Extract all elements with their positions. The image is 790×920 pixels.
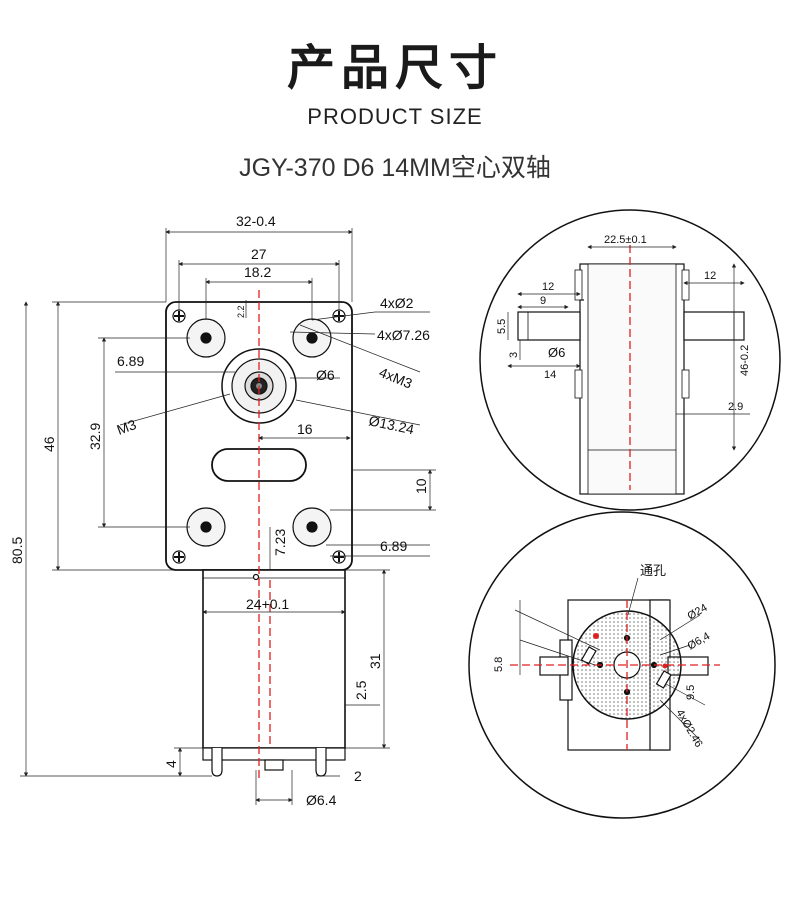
dim-total-length: 80.5 bbox=[9, 537, 25, 564]
model-name: JGY-370 D6 14MM空心双轴 bbox=[239, 154, 551, 182]
dim-hole-dia: 4xØ2 bbox=[380, 295, 414, 311]
dim-height-46: 46 bbox=[41, 436, 57, 452]
dim-width-total: 32-0.4 bbox=[236, 213, 276, 229]
front-center-lines bbox=[258, 290, 271, 780]
dim-m3: M3 bbox=[115, 416, 139, 438]
corner-screws bbox=[172, 309, 346, 564]
side-right-12: 12 bbox=[704, 270, 716, 282]
front-labels: 32-0.4 27 18.2 2.2 4xØ2 4xØ7.26 4xM3 6.8… bbox=[9, 213, 430, 808]
dim-center-offset: 16 bbox=[297, 421, 313, 437]
side-h-5-5: 5.5 bbox=[496, 319, 508, 334]
page-subtitle: PRODUCT SIZE bbox=[307, 104, 483, 129]
dim-motor-dia: 24+0.1 bbox=[246, 596, 289, 612]
dim-inner-spacing: 18.2 bbox=[244, 264, 271, 280]
dim-lower-6-89: 6.89 bbox=[380, 538, 407, 554]
dim-lower-10: 10 bbox=[413, 478, 429, 494]
rear-h-9-5: 9.5 bbox=[685, 685, 697, 700]
dim-motor-len: 31 bbox=[367, 653, 383, 669]
mounting-bosses bbox=[186, 318, 332, 547]
dim-hole-spacing: 27 bbox=[251, 246, 267, 262]
side-len-9: 9 bbox=[540, 295, 546, 307]
dim-term-2: 2 bbox=[354, 768, 362, 784]
side-view: 22.5±0.1 12 9 12 5.5 3 Ø6 14 46-0.2 2.9 bbox=[479, 209, 781, 511]
dim-boss-dia: 4xØ7.26 bbox=[377, 327, 430, 343]
side-width: 22.5±0.1 bbox=[604, 234, 647, 246]
side-edge: 2.9 bbox=[728, 401, 743, 413]
front-dimensions bbox=[20, 228, 436, 805]
dim-term-4: 4 bbox=[163, 760, 179, 768]
side-left-12: 12 bbox=[542, 281, 554, 293]
dim-pin-2-5: 2.5 bbox=[353, 680, 369, 700]
side-len-14: 14 bbox=[544, 369, 556, 381]
rear-through-hole: 通孔 bbox=[640, 563, 666, 578]
page-title: 产品尺寸 bbox=[286, 40, 503, 96]
dim-small-offset: 2.2 bbox=[236, 305, 246, 318]
dim-lower-7-23: 7.23 bbox=[272, 529, 288, 556]
rear-h-5-8: 5.8 bbox=[493, 657, 505, 672]
side-h-3: 3 bbox=[508, 352, 520, 358]
dim-height-32-9: 32.9 bbox=[87, 423, 103, 450]
side-height: 46-0.2 bbox=[739, 345, 751, 376]
dim-shaft-end: Ø6.4 bbox=[306, 792, 337, 808]
rear-view: 通孔 Ø24 Ø6,4 5.8 9.5 4xØ2.46 bbox=[468, 511, 776, 819]
side-shaft: Ø6 bbox=[548, 345, 565, 360]
dim-shaft-dia: Ø6 bbox=[316, 367, 335, 383]
dim-boss-center: Ø13.24 bbox=[367, 412, 415, 437]
dim-left-offset: 6.89 bbox=[117, 353, 144, 369]
